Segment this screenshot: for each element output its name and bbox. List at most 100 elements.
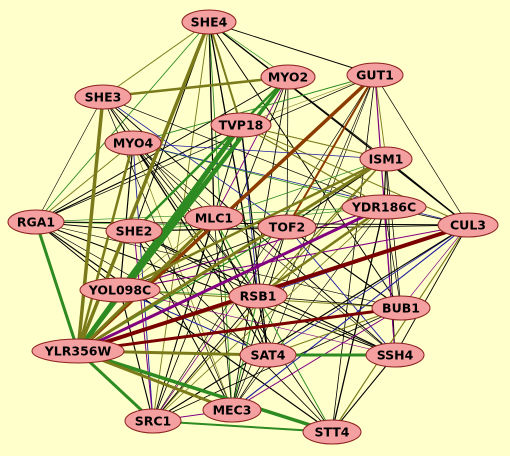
- node-ellipse[interactable]: [104, 130, 162, 156]
- edge-line: [102, 96, 288, 228]
- node-ydr186c[interactable]: YDR186C: [341, 194, 427, 220]
- node-label: MLC1: [195, 211, 233, 226]
- edge-line: [257, 295, 396, 356]
- node-rga1[interactable]: RGA1: [7, 209, 65, 235]
- node-ylr356w[interactable]: YLR356W: [31, 338, 125, 364]
- node-gut1[interactable]: GUT1: [346, 62, 404, 88]
- edge-rsb1-ydr186c: [256, 205, 386, 298]
- node-label: STT4: [314, 425, 349, 440]
- node-ellipse[interactable]: [341, 194, 427, 220]
- node-ellipse[interactable]: [7, 209, 65, 235]
- edge-line: [385, 158, 402, 309]
- edge-line: [132, 142, 396, 356]
- node-ellipse[interactable]: [257, 214, 317, 240]
- node-mlc1[interactable]: MLC1: [184, 205, 244, 231]
- node-tof2[interactable]: TOF2: [257, 214, 317, 240]
- edge-ylr356w-bub1: [76, 306, 403, 353]
- edge-line: [374, 74, 469, 226]
- node-ellipse[interactable]: [260, 64, 316, 90]
- node-label: RGA1: [17, 215, 55, 230]
- edge-line: [119, 289, 269, 356]
- node-ssh4[interactable]: SSH4: [365, 342, 425, 368]
- edge-line: [231, 206, 385, 411]
- edge-ylr356w-ydr186c: [76, 205, 386, 353]
- node-myo4[interactable]: MYO4: [104, 130, 162, 156]
- edge-line: [383, 206, 396, 356]
- node-rsb1[interactable]: RSB1: [228, 283, 288, 309]
- node-ellipse[interactable]: [202, 397, 262, 423]
- edge-she4-tvp18: [208, 21, 242, 126]
- node-bub1[interactable]: BUB1: [371, 295, 431, 321]
- node-mec3[interactable]: MEC3: [202, 397, 262, 423]
- edge-line: [231, 224, 469, 411]
- node-label: SAT4: [251, 348, 286, 363]
- edge-line: [132, 142, 215, 219]
- edge-line: [385, 158, 396, 356]
- node-label: SHE2: [116, 224, 153, 239]
- node-ellipse[interactable]: [437, 212, 499, 238]
- edge-line: [331, 74, 376, 433]
- edge-line: [286, 226, 396, 356]
- edge-she3-myo2: [101, 75, 290, 99]
- node-src1[interactable]: SRC1: [124, 408, 182, 434]
- node-ellipse[interactable]: [79, 277, 161, 303]
- edge-line: [331, 224, 469, 433]
- edge-line: [102, 21, 210, 98]
- node-ellipse[interactable]: [359, 146, 413, 172]
- node-label: TOF2: [269, 220, 305, 235]
- edge-line: [35, 124, 242, 223]
- node-label: MYO2: [268, 70, 308, 85]
- edge-ylr356w-stt4: [76, 349, 334, 434]
- node-ellipse[interactable]: [184, 205, 244, 231]
- node-she4[interactable]: SHE4: [181, 9, 237, 35]
- node-label: CUL3: [450, 218, 486, 233]
- edge-yol098c-myo2: [118, 75, 290, 292]
- node-ellipse[interactable]: [31, 338, 125, 364]
- edge-ylr356w-ism1: [76, 157, 388, 353]
- node-label: SSH4: [377, 348, 414, 363]
- node-ellipse[interactable]: [346, 62, 404, 88]
- edge-line: [394, 224, 469, 356]
- node-ellipse[interactable]: [124, 408, 182, 434]
- node-tvp18[interactable]: TVP18: [210, 112, 272, 138]
- edge-line: [119, 142, 134, 291]
- edge-ylr356w-myo4: [76, 141, 135, 353]
- node-yol098c[interactable]: YOL098C: [79, 277, 161, 303]
- edge-line: [152, 76, 289, 422]
- node-label: YLR356W: [44, 344, 112, 359]
- node-ellipse[interactable]: [105, 218, 163, 244]
- node-ellipse[interactable]: [228, 283, 288, 309]
- edge-line: [35, 221, 288, 228]
- edge-line: [383, 206, 402, 309]
- node-ellipse[interactable]: [74, 84, 132, 110]
- edge-line: [208, 21, 469, 226]
- edge-line: [331, 354, 396, 433]
- node-ellipse[interactable]: [181, 9, 237, 35]
- edge-line: [35, 221, 396, 356]
- edge-line: [231, 307, 402, 411]
- node-ellipse[interactable]: [239, 342, 297, 368]
- node-sat4[interactable]: SAT4: [239, 342, 297, 368]
- edge-line: [133, 230, 154, 422]
- node-she3[interactable]: SHE3: [74, 84, 132, 110]
- node-ellipse[interactable]: [371, 295, 431, 321]
- node-label: SHE3: [85, 90, 122, 105]
- node-myo2[interactable]: MYO2: [260, 64, 316, 90]
- edge-line: [152, 206, 385, 422]
- node-label: ISM1: [369, 152, 404, 167]
- edge-line: [35, 221, 333, 433]
- node-ellipse[interactable]: [365, 342, 425, 368]
- node-stt4[interactable]: STT4: [302, 419, 362, 445]
- edge-line: [208, 21, 376, 76]
- node-label: SHE4: [191, 15, 228, 30]
- node-ism1[interactable]: ISM1: [359, 146, 413, 172]
- edge-line: [213, 76, 289, 219]
- node-she2[interactable]: SHE2: [105, 218, 163, 244]
- edge-line: [152, 295, 259, 422]
- node-ellipse[interactable]: [302, 419, 362, 445]
- edge-ylr356w-rga1: [34, 220, 80, 353]
- edge-line: [35, 142, 134, 223]
- edge-src1-stt4: [152, 420, 333, 433]
- node-ellipse[interactable]: [210, 112, 272, 138]
- node-cul3[interactable]: CUL3: [437, 212, 499, 238]
